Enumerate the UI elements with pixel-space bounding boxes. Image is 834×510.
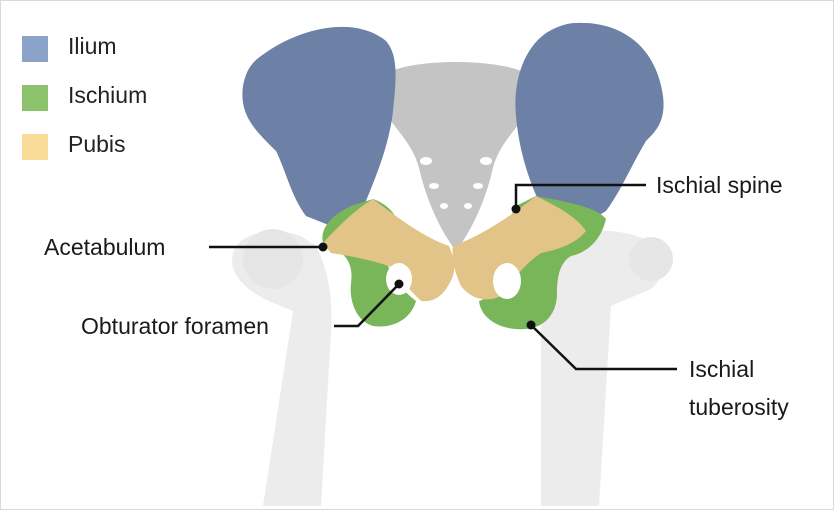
sacrum <box>391 62 521 251</box>
label-obturator-foramen: Obturator foramen <box>81 313 269 339</box>
swatch-ischium <box>22 85 48 111</box>
label-acetabulum: Acetabulum <box>44 234 166 260</box>
legend-label-pubis: Pubis <box>68 131 126 157</box>
leader-obturator-foramen <box>334 283 400 328</box>
pubis <box>323 196 586 302</box>
obturator-foramen-right <box>493 263 521 299</box>
label-ischial-tuberosity-line2: tuberosity <box>689 394 789 420</box>
swatch-ilium <box>22 36 48 62</box>
ilium-left <box>242 26 396 227</box>
label-ischial-spine: Ischial spine <box>656 172 783 198</box>
leader-lines <box>209 183 677 371</box>
legend-label-ilium: Ilium <box>68 33 117 59</box>
ilium-right <box>515 22 664 226</box>
swatch-pubis <box>22 134 48 160</box>
obturator-foramen-left <box>386 263 412 295</box>
legend-label-ischium: Ischium <box>68 82 148 108</box>
leader-ischial-spine <box>514 183 646 209</box>
label-ischial-tuberosity-line1: Ischial <box>689 356 755 382</box>
leader-ischial-tuberosity <box>530 324 677 371</box>
femur-left <box>232 229 332 507</box>
leader-dots <box>318 204 536 330</box>
